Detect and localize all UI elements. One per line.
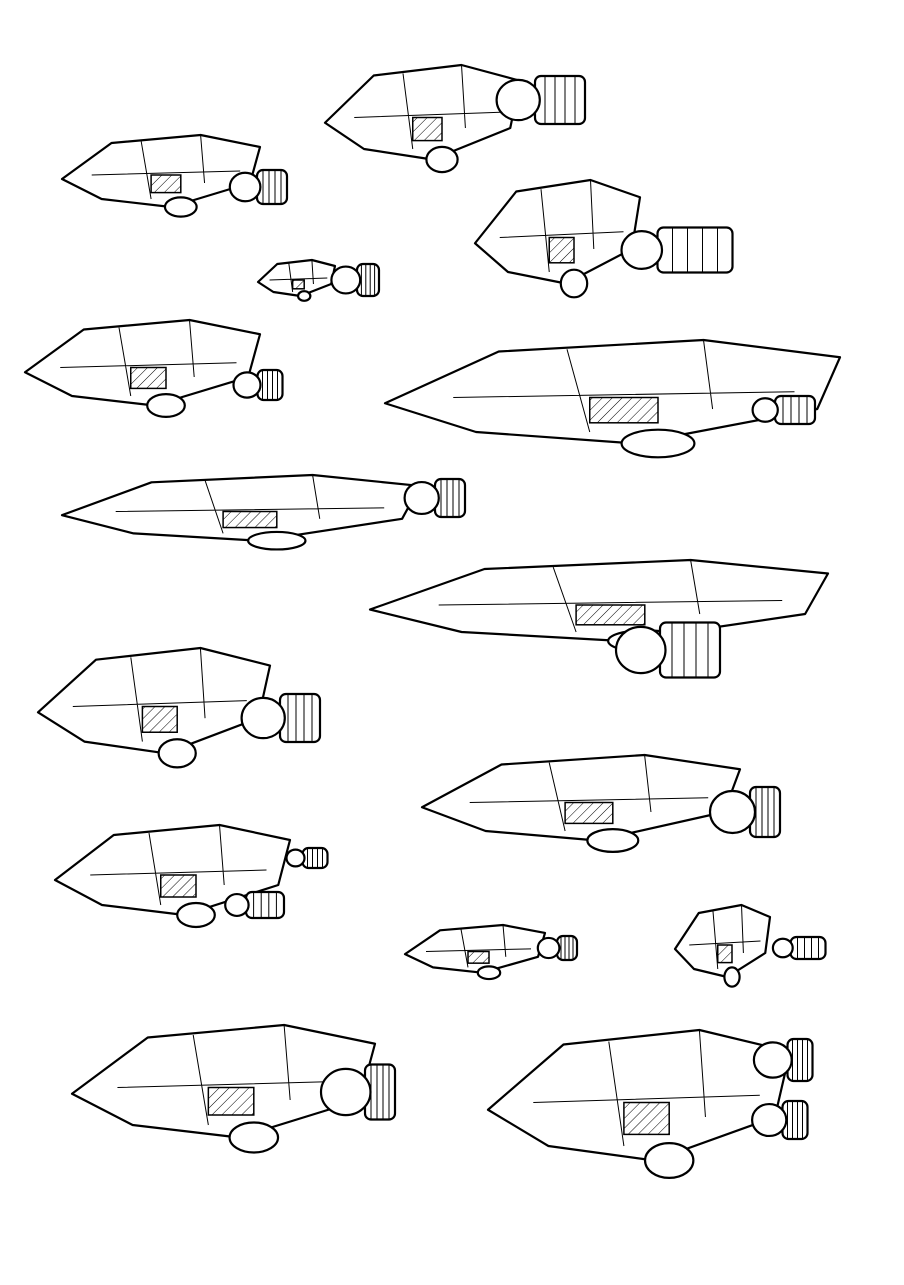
spaceship-7 [60,473,467,551]
spaceship-6 [383,338,842,459]
engine-nacelle [495,74,587,126]
spaceship-12 [403,923,579,981]
spaceship-9 [36,646,322,769]
engine-nacelle [752,1037,814,1083]
spaceship-11 [53,823,329,929]
engine-nacelle [224,890,286,920]
engine-nacelle [751,1099,809,1141]
spaceship-14 [70,1023,397,1154]
spaceship-10 [420,753,782,853]
spaceship-2 [323,63,587,174]
spaceship-15 [486,1028,814,1179]
engine-nacelle [403,477,467,519]
engine-nacelle [751,394,817,426]
spaceship-1 [60,133,289,218]
spaceship-13 [673,903,827,988]
engine-nacelle [319,1063,397,1121]
engine-nacelle [240,692,322,744]
spaceship-4 [256,258,381,302]
engine-nacelle [708,785,782,839]
spaceship-8 [368,558,830,679]
engine-nacelle [285,846,329,870]
spaceship-3 [473,178,734,299]
engine-nacelle [232,368,284,402]
engine-nacelle [771,935,827,961]
spaceship-5 [23,318,284,419]
engine-nacelle [228,168,289,206]
engine-nacelle [614,621,722,679]
engine-nacelle [620,226,734,274]
engine-nacelle [330,262,381,298]
engine-nacelle [536,934,579,962]
